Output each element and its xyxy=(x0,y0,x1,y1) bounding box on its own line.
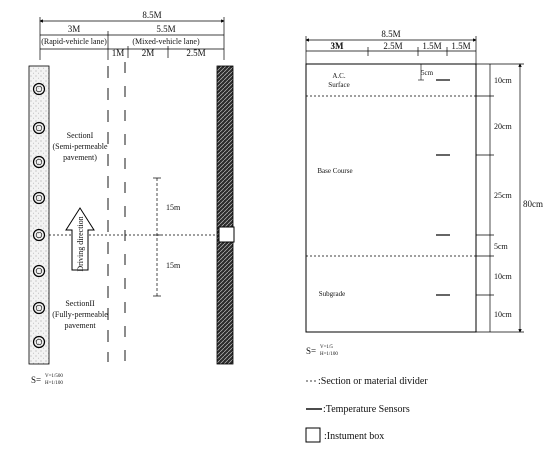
curb xyxy=(216,65,234,365)
section1-desc-1: (Semi-permeable xyxy=(52,142,108,151)
plan-total-width: 8.5M xyxy=(142,10,161,20)
plan-sub-width-2: 2M xyxy=(142,48,155,58)
plan-scale-v: V=1/500 xyxy=(45,374,63,379)
depth-label-5: 10cm xyxy=(494,272,513,281)
mixed-lane-label: (Mixed-vehicle lane) xyxy=(132,37,200,46)
sensor-spacing-dimension xyxy=(153,177,161,297)
legend-box: :Instument box xyxy=(324,431,384,442)
pavement-profile xyxy=(305,63,477,333)
depth-label-6: 10cm xyxy=(494,310,513,319)
plan-scale-s: S= xyxy=(31,375,41,385)
green-belt xyxy=(28,65,50,365)
plan-sub-width-1: 1M xyxy=(112,48,125,58)
depth-label-4: 5cm xyxy=(494,242,509,251)
small-gap-label: 5cm xyxy=(421,69,434,77)
plan-rapid-width: 3M xyxy=(68,24,81,34)
small-gap-dimension xyxy=(418,64,424,81)
base-course-label: Base Course xyxy=(317,167,352,175)
section2-desc-2: pavement xyxy=(64,321,96,330)
depth-label-2: 20cm xyxy=(494,122,513,131)
surface-label-2: Surface xyxy=(328,81,349,89)
legend: :Section or material divider :Temperatur… xyxy=(305,376,428,443)
section-dimensions xyxy=(305,36,477,64)
cross-section: 8.5M 3M 2.5M 1.5M 1.5M A.C. Surface Base… xyxy=(305,29,543,357)
section-scale-s: S= xyxy=(306,346,316,356)
section2-title: SectionII xyxy=(65,299,95,308)
legend-sensors: :Temperature Sensors xyxy=(323,404,410,415)
plan-view: 8.5M 3M 5.5M (Rapid-vehicle lane) (Mixed… xyxy=(28,10,235,386)
driving-direction-label: Driving direction xyxy=(76,216,85,271)
section-width-1: 3M xyxy=(331,41,345,51)
section2-desc-1: (Fully-permeable xyxy=(52,310,108,319)
box-legend-icon xyxy=(305,427,321,443)
legend-divider: :Section or material divider xyxy=(318,376,428,387)
plan-scale-h: H=1/100 xyxy=(45,381,63,386)
section-scale-h: H=1/100 xyxy=(320,352,338,357)
section1-title: SectionI xyxy=(67,131,94,140)
plan-dimensions xyxy=(39,17,225,60)
temperature-sensors xyxy=(436,79,450,296)
depth-dimensions xyxy=(476,63,524,333)
tree-row xyxy=(32,82,46,349)
depth-label-3: 25cm xyxy=(494,191,513,200)
subgrade-label: Subgrade xyxy=(319,290,345,298)
plan-sub-width-3: 2.5M xyxy=(186,48,205,58)
surface-label-1: A.C. xyxy=(332,72,345,80)
rapid-lane-label: (Rapid-vehicle lane) xyxy=(41,37,107,46)
lower-distance: 15m xyxy=(166,261,181,270)
total-depth-label: 80cm xyxy=(523,199,543,209)
section-width-4: 1.5M xyxy=(451,41,470,51)
section-width-3: 1.5M xyxy=(422,41,441,51)
section-total-width: 8.5M xyxy=(381,29,400,39)
section-scale-v: V=1/5 xyxy=(320,345,333,350)
upper-distance: 15m xyxy=(166,203,181,212)
plan-mixed-width: 5.5M xyxy=(156,24,175,34)
driving-direction-arrow xyxy=(65,207,95,271)
section1-desc-2: pavement) xyxy=(63,153,97,162)
instrument-box xyxy=(218,226,235,243)
section-width-2: 2.5M xyxy=(383,41,402,51)
depth-label-1: 10cm xyxy=(494,76,513,85)
